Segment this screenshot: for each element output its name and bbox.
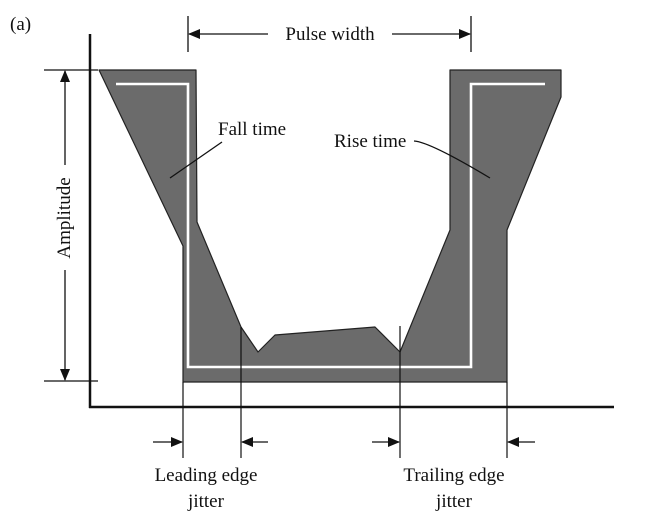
pulse-envelope-region xyxy=(98,69,562,383)
panel-label: (a) xyxy=(10,14,31,35)
rise-time-label: Rise time xyxy=(334,131,406,152)
leading-edge-jitter-label-line2: jitter xyxy=(187,491,225,512)
trailing-edge-jitter-label-line1: Trailing edge xyxy=(403,465,504,486)
trailing-edge-jitter-label-line2: jitter xyxy=(435,491,473,512)
amplitude-label: Amplitude xyxy=(54,177,75,258)
ideal-pulse-line xyxy=(116,82,545,369)
fall-time-label: Fall time xyxy=(218,119,286,140)
pulse-width-label: Pulse width xyxy=(285,24,375,45)
rise-time-leader xyxy=(413,140,491,179)
leading-edge-jitter-label-line1: Leading edge xyxy=(155,465,258,486)
fall-time-leader xyxy=(169,141,223,179)
